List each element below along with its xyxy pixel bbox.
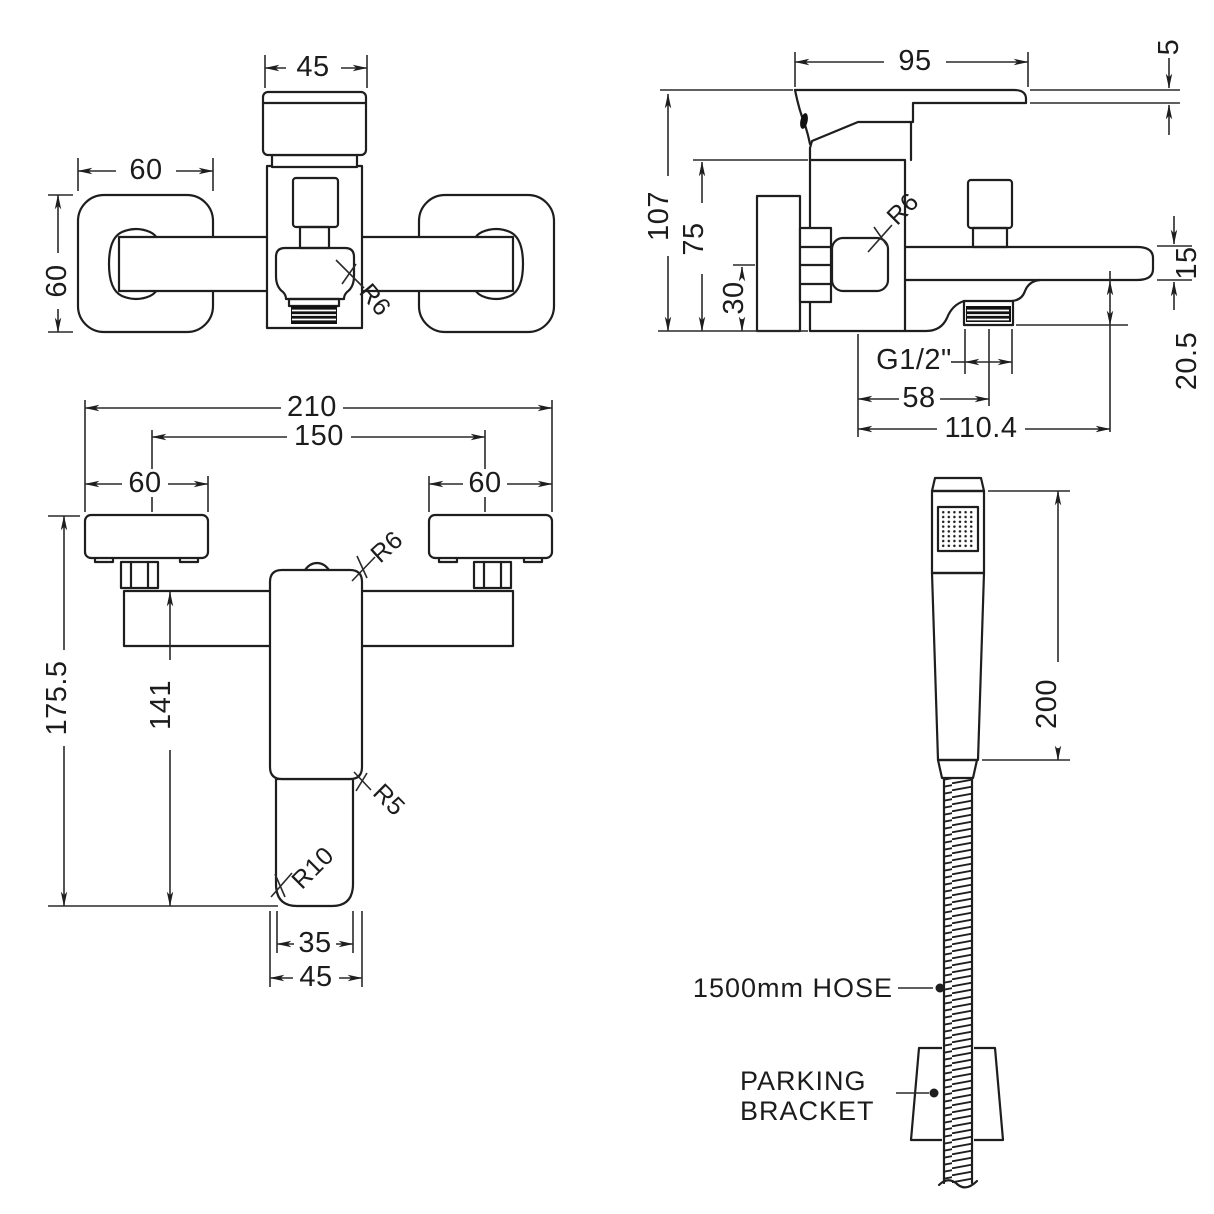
dim-overall-width: 210 — [287, 391, 337, 423]
dim-spout-tip-width: 35 — [298, 927, 331, 959]
handset-view: 200 1500mm HOSE PARKING BRACKET — [693, 476, 1070, 1189]
diverter-knob-bottom — [303, 561, 331, 572]
dim-overall-drop: 175.5 — [41, 660, 73, 735]
spout — [903, 245, 1155, 282]
bottom-view-outline — [83, 513, 554, 908]
right-wall-plate-bottom — [427, 513, 554, 560]
dim-handset-length: 200 — [1031, 679, 1063, 729]
diverter-stem-side — [971, 226, 1009, 249]
handset-labels: 1500mm HOSE PARKING BRACKET — [693, 973, 945, 1126]
radius-label-mid: R5 — [367, 778, 410, 821]
side-view: 95 5 107 75 30 R6 — [643, 39, 1203, 444]
front-view-outline — [76, 90, 556, 334]
dim-plate-width: 60 — [129, 154, 162, 186]
handle-cap — [261, 90, 368, 157]
spout-drop — [274, 777, 355, 908]
dim-inlet-to-base: 30 — [718, 281, 750, 314]
hose-leader-dot — [935, 983, 945, 993]
side-view-dimensions: 95 5 107 75 30 R6 — [643, 39, 1203, 444]
handset-nut — [936, 758, 979, 780]
dim-outlet-centre: 58 — [902, 382, 935, 414]
front-view: 45 60 60 R6 — [41, 51, 556, 334]
dim-spout-drop: 141 — [145, 680, 177, 730]
bracket-label-line2: BRACKET — [740, 1096, 875, 1126]
dim-spout-thickness: 15 — [1171, 246, 1203, 279]
dim-right-plate-width: 60 — [468, 467, 501, 499]
dim-overall-height: 107 — [643, 191, 675, 241]
dim-spout-reach: 110.4 — [945, 412, 1018, 444]
dim-left-plate-width: 60 — [128, 467, 161, 499]
hose-label: 1500mm HOSE — [693, 973, 893, 1003]
outlet-boss — [274, 246, 356, 301]
bottom-view: 210 150 60 60 175.5 141 — [41, 391, 554, 993]
handset-cap — [930, 476, 986, 493]
valve-body-bottom — [268, 568, 364, 781]
dim-lever-thickness: 5 — [1153, 39, 1185, 56]
dim-plate-height: 60 — [41, 264, 73, 297]
inlet-fitting — [830, 236, 890, 293]
shower-outlet — [962, 299, 1015, 327]
side-view-outline — [755, 88, 1155, 333]
handset-handle — [930, 571, 986, 762]
dim-fixing-centres: 150 — [294, 420, 344, 452]
dim-cartridge-width: 45 — [296, 51, 329, 83]
right-hex-nut-bottom — [472, 560, 513, 590]
dim-lever-length: 95 — [898, 45, 931, 77]
left-wall-plate-bottom — [83, 513, 210, 560]
dim-outlet-thread: G1/2" — [876, 344, 952, 376]
dim-body-height: 75 — [678, 222, 710, 255]
handset-dimensions: 200 — [982, 490, 1070, 761]
shower-hose — [937, 776, 979, 1189]
bracket-label-line1: PARKING — [740, 1066, 867, 1096]
bracket-leader-dot — [929, 1088, 939, 1098]
radius-label-top: R6 — [365, 526, 408, 569]
spray-face — [936, 505, 980, 553]
wall-plate-side — [755, 194, 802, 333]
diverter-knob-side — [966, 178, 1014, 230]
left-hex-nut-bottom — [119, 560, 160, 590]
handset — [930, 476, 986, 780]
handle-neck — [270, 153, 359, 169]
spray-nozzles — [941, 510, 975, 548]
lever-pivot — [800, 113, 808, 129]
lever-handle — [793, 88, 1028, 162]
dim-spout-body-width: 45 — [299, 961, 332, 993]
dim-outlet-drop: 20.5 — [1171, 332, 1203, 390]
